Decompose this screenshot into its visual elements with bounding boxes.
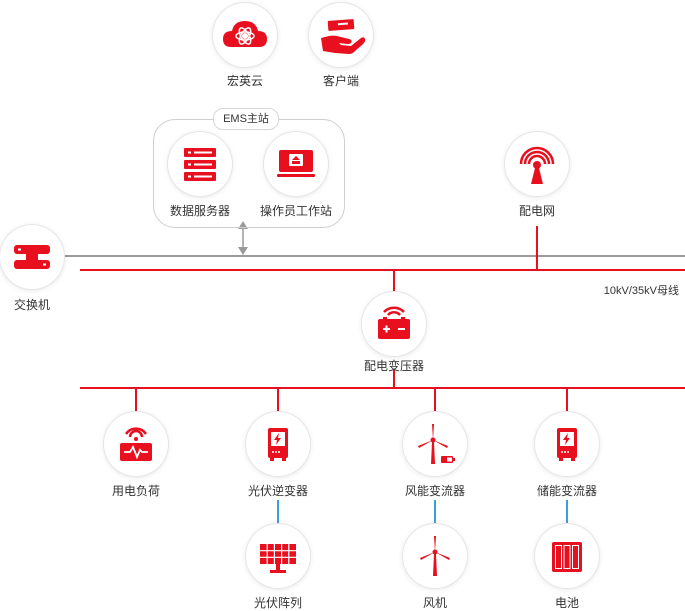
pv-inverter-label: 光伏逆变器 [247,484,308,498]
inverter-icon [268,428,288,461]
cloud-label: 宏英云 [226,74,263,88]
battery-node[interactable] [535,524,599,588]
battery-label: 电池 [554,596,579,610]
pv-array-label: 光伏阵列 [253,596,302,610]
ems-group-label: EMS主站 [213,108,279,130]
solar-panel-icon [260,544,296,573]
operator-station-node[interactable] [264,132,328,196]
wind-turbine-battery-icon [418,424,455,464]
storage-converter-label: 储能变流器 [536,484,597,498]
operator-station-label: 操作员工作站 [259,204,332,218]
wind-turbine-node[interactable] [403,524,467,588]
server-icon [184,148,216,181]
wind-turbine-icon [420,536,450,576]
load-node[interactable] [104,412,168,476]
switch-label: 交换机 [13,298,50,312]
wind-converter-label: 风能变流器 [404,484,465,498]
wind-converter-node[interactable] [403,412,467,476]
client-node[interactable] [309,3,373,67]
transformer-icon [378,306,410,339]
load-monitor-icon [120,427,152,461]
battery-cabinet-icon [552,542,582,572]
storage-converter-node[interactable] [535,412,599,476]
storage-inverter-icon [557,428,577,461]
transformer-label: 配电变压器 [363,359,424,373]
grid-node[interactable] [505,132,569,196]
bus-label: 10kV/35kV母线 [603,285,679,297]
monitor-icon [277,150,315,177]
load-label: 用电负荷 [111,484,160,498]
transformer-node[interactable] [362,292,426,356]
pv-array-node[interactable] [246,524,310,588]
arrow-down-head [238,247,248,255]
client-label: 客户端 [322,74,359,88]
switch-node[interactable] [0,225,64,289]
grid-label: 配电网 [518,204,555,218]
pv-inverter-node[interactable] [246,412,310,476]
data-server-label: 数据服务器 [169,204,230,218]
hand-card-icon [321,19,366,54]
cloud-node[interactable] [213,3,277,67]
wind-turbine-label: 风机 [422,596,447,610]
cloud-icon [223,21,267,47]
data-server-node[interactable] [168,132,232,196]
signal-tower-icon [519,146,555,184]
switch-icon [14,245,50,269]
